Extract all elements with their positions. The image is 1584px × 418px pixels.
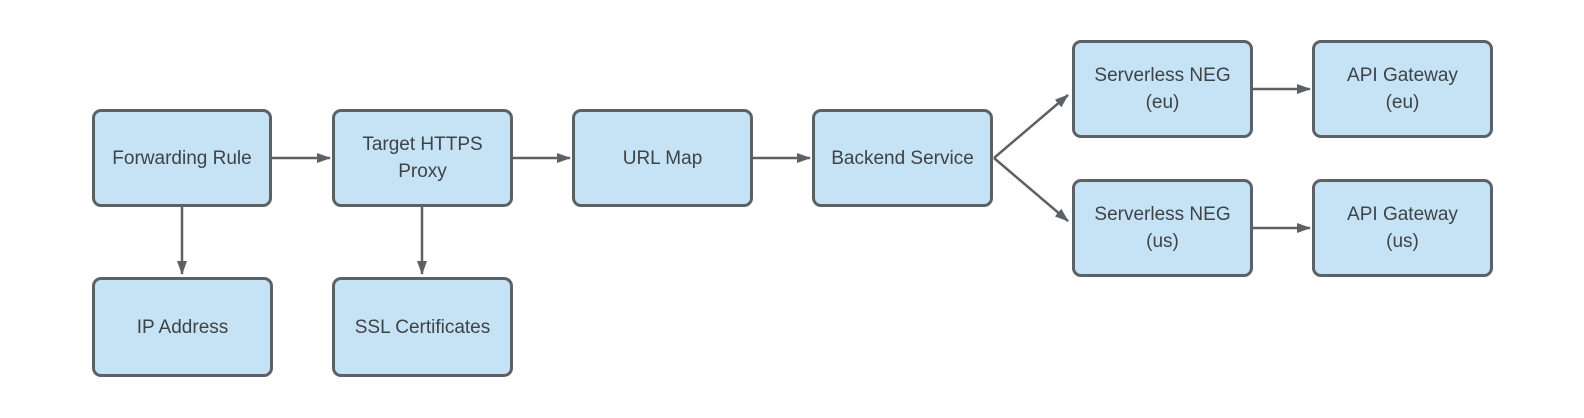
node-serverless-neg-eu: Serverless NEG (eu): [1072, 40, 1253, 138]
edge-backend-service-to-serverless-neg-eu: [993, 94, 1069, 159]
edge-backend-service-to-serverless-neg-us: [993, 157, 1069, 222]
node-url-map: URL Map: [572, 109, 753, 207]
node-target-https-proxy: Target HTTPS Proxy: [332, 109, 513, 207]
node-backend-service: Backend Service: [812, 109, 993, 207]
node-forwarding-rule: Forwarding Rule: [92, 109, 272, 207]
node-label: API Gateway (us): [1347, 204, 1458, 252]
node-label: SSL Certificates: [354, 316, 491, 338]
node-label: Forwarding Rule: [112, 147, 252, 169]
node-api-gateway-eu: API Gateway (eu): [1312, 40, 1493, 138]
node-label: API Gateway (eu): [1347, 65, 1458, 113]
node-ssl-certificates: SSL Certificates: [332, 277, 513, 377]
node-label: Serverless NEG (us): [1094, 204, 1231, 252]
node-ip-address: IP Address: [92, 277, 273, 377]
node-label: Target HTTPS Proxy: [362, 134, 483, 182]
node-serverless-neg-us: Serverless NEG (us): [1072, 179, 1253, 277]
node-label: Backend Service: [831, 147, 974, 169]
node-label: IP Address: [136, 316, 229, 338]
node-api-gateway-us: API Gateway (us): [1312, 179, 1493, 277]
node-label: Serverless NEG (eu): [1094, 65, 1231, 113]
node-label: URL Map: [622, 147, 703, 169]
